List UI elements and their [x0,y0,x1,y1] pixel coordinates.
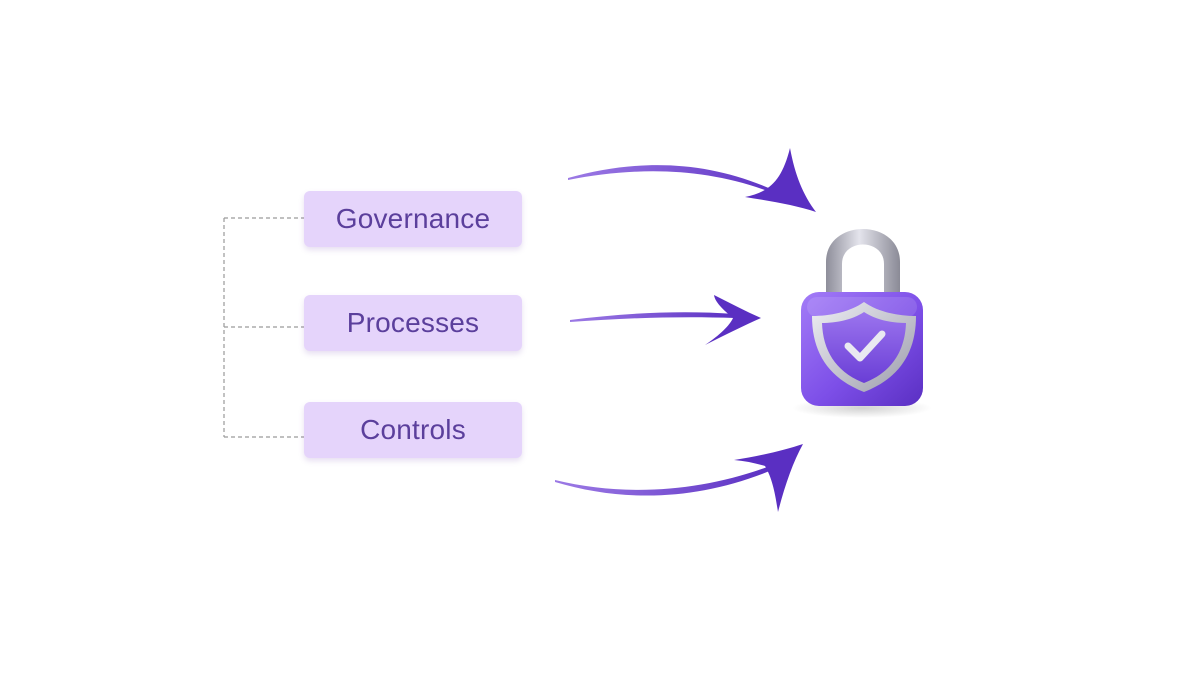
processes-label: Processes [346,307,480,338]
controls-label: Controls [360,414,466,445]
processes-box: Processes [304,295,522,351]
governance-box: Governance [304,191,522,247]
governance-label: Governance [335,203,491,234]
controls-box: Controls [304,402,522,458]
